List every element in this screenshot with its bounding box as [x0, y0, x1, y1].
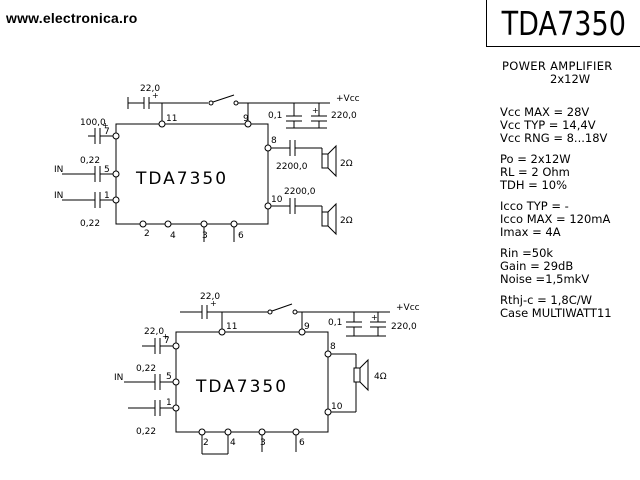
ic-label-top: TDA7350 — [135, 169, 228, 189]
svg-text:2200,0: 2200,0 — [284, 187, 316, 197]
svg-text:6: 6 — [299, 438, 305, 448]
speaker-2-label: 2Ω — [340, 216, 353, 226]
website-url[interactable]: www.electronica.ro — [6, 10, 138, 26]
spec-line: Imax = 4A — [500, 225, 561, 239]
input-label-bottom: IN — [114, 373, 123, 383]
svg-text:5: 5 — [104, 165, 110, 175]
svg-text:100,0: 100,0 — [80, 118, 106, 128]
power-switch-top — [212, 94, 235, 103]
svg-text:+: + — [162, 332, 169, 341]
spec-line: Rin =50k — [500, 246, 554, 260]
spec-line: Gain = 29dB — [500, 259, 574, 273]
svg-text:8: 8 — [330, 342, 336, 352]
spec-line: Vcc TYP = 14,4V — [500, 118, 596, 132]
svg-text:0,1: 0,1 — [328, 318, 342, 328]
spec-line: Vcc RNG = 8...18V — [500, 131, 608, 145]
spec-line: Icco TYP = - — [500, 199, 569, 213]
spec-line: TDH = 10% — [500, 178, 568, 192]
svg-text:6: 6 — [238, 231, 244, 241]
title-box: TDA7350 — [486, 0, 640, 47]
svg-text:0,22: 0,22 — [80, 219, 100, 229]
input-label-2: IN — [54, 191, 63, 201]
svg-text:0,22: 0,22 — [80, 156, 100, 166]
pin-9-label: 9 — [243, 114, 249, 124]
speaker-bottom-label: 4Ω — [374, 372, 387, 382]
svg-text:+: + — [152, 91, 159, 100]
input-label-1: IN — [54, 165, 63, 175]
svg-text:0,1: 0,1 — [268, 111, 282, 121]
power-switch-bottom — [271, 303, 293, 312]
svg-text:5: 5 — [166, 372, 172, 382]
pin-11-label: 11 — [166, 114, 177, 124]
svg-text:3: 3 — [260, 438, 266, 448]
svg-text:8: 8 — [271, 136, 277, 146]
vcc-label-top: +Vcc — [336, 94, 360, 104]
svg-text:0,22: 0,22 — [136, 364, 156, 374]
svg-text:+: + — [210, 299, 217, 308]
schematic-top: TDA7350 11 9 22,0 + +Vcc — [54, 84, 360, 242]
c-in-top-value: 22,0 — [140, 84, 160, 94]
spec-line: Rthj-c = 1,8C/W — [500, 293, 592, 307]
svg-text:+: + — [102, 121, 109, 130]
svg-text:7: 7 — [104, 127, 110, 137]
svg-text:3: 3 — [202, 231, 208, 241]
part-number-title: TDA7350 — [501, 3, 627, 43]
svg-text:1: 1 — [166, 398, 172, 408]
spec-line: Po = 2x12W — [500, 152, 571, 166]
svg-text:11: 11 — [226, 322, 237, 332]
svg-text:1: 1 — [104, 191, 110, 201]
specs-title: POWER AMPLIFIER — [502, 59, 613, 73]
vcc-label-bottom: +Vcc — [396, 303, 420, 313]
svg-text:9: 9 — [304, 322, 310, 332]
svg-text:22,0: 22,0 — [200, 292, 220, 302]
schematic-bottom: TDA7350 11 9 22,0 + +Vcc 0,1 — [114, 292, 420, 455]
spec-line: Icco MAX = 120mA — [500, 212, 611, 226]
svg-text:2: 2 — [203, 438, 209, 448]
speaker-1-label: 2Ω — [340, 159, 353, 169]
svg-text:4: 4 — [230, 438, 236, 448]
svg-text:22,0: 22,0 — [144, 327, 164, 337]
spec-line: Noise =1,5mkV — [500, 272, 590, 286]
svg-text:220,0: 220,0 — [331, 111, 357, 121]
svg-text:10: 10 — [271, 195, 283, 205]
spec-line: RL = 2 Ohm — [500, 165, 570, 179]
svg-text:0,22: 0,22 — [136, 427, 156, 437]
svg-text:10: 10 — [331, 402, 343, 412]
svg-text:2: 2 — [144, 229, 150, 239]
ic-label-bottom: TDA7350 — [195, 377, 288, 397]
svg-text:220,0: 220,0 — [391, 322, 417, 332]
spec-line: Vcc MAX = 28V — [500, 105, 590, 119]
svg-text:4: 4 — [170, 231, 176, 241]
svg-text:+: + — [371, 313, 378, 322]
svg-text:7: 7 — [164, 336, 170, 346]
specs-subtitle: 2x12W — [550, 72, 591, 86]
svg-text:+: + — [312, 106, 319, 115]
svg-text:2200,0: 2200,0 — [276, 162, 308, 172]
spec-line: Case MULTIWATT11 — [500, 306, 612, 320]
